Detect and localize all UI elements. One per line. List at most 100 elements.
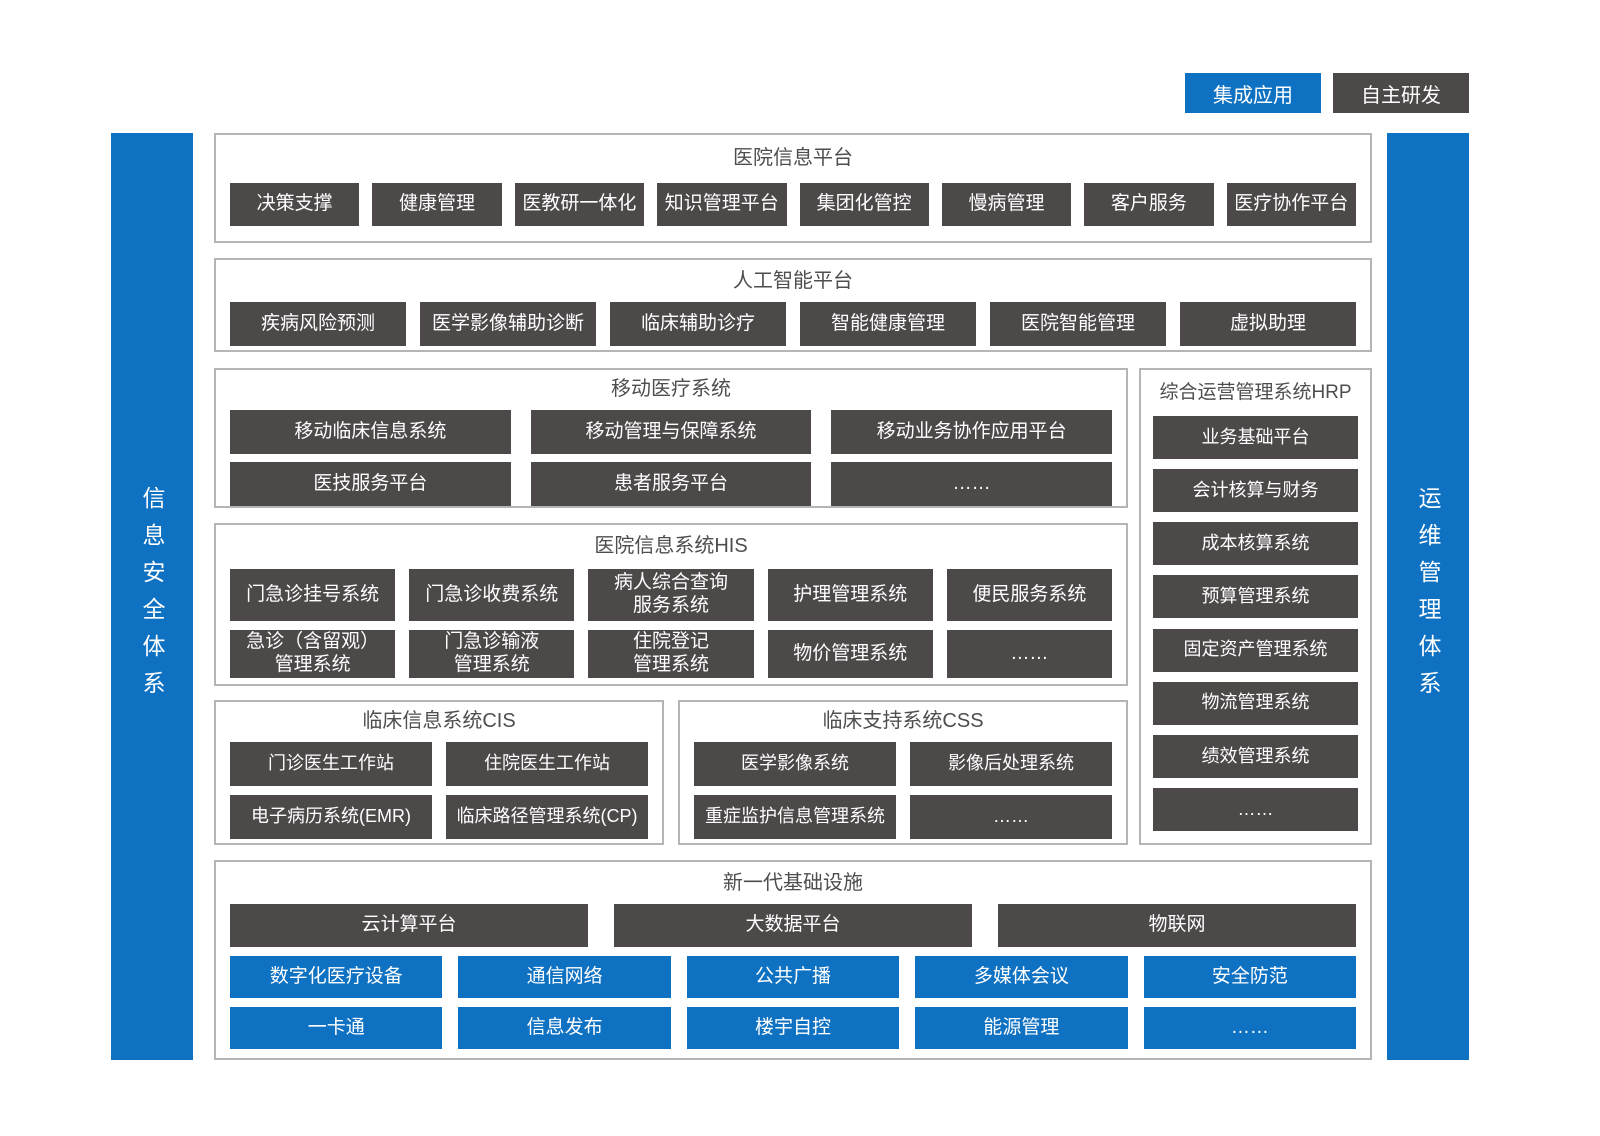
his-item: 住院登记 管理系统: [588, 630, 754, 678]
hrp-item: 物流管理系统: [1153, 681, 1358, 725]
css-item: 医学影像系统: [694, 742, 896, 786]
platform-item: 集团化管控: [799, 183, 929, 226]
his-title: 医院信息系统HIS: [594, 535, 748, 557]
infrastructure-blue-row: 数字化医疗设备 通信网络 公共广播 多媒体会议 安全防范: [230, 956, 1357, 998]
info-security-label: 信息安全体系: [139, 485, 165, 708]
middle-left-column: 移动医疗系统 移动临床信息系统 移动管理与保障系统 移动业务协作应用平台 医技服…: [214, 368, 1128, 845]
his-row: 门急诊挂号系统 门急诊收费系统 病人综合查询 服务系统 护理管理系统 便民服务系…: [230, 569, 1113, 621]
platform-item: 知识管理平台: [657, 183, 787, 226]
his-item: ……: [946, 630, 1113, 678]
css-item: ……: [910, 795, 1112, 839]
infrastructure-dark-row: 云计算平台 大数据平台 物联网: [230, 904, 1356, 947]
ai-item: 医院智能管理: [990, 302, 1166, 346]
mobile-item: 移动业务协作应用平台: [831, 410, 1113, 454]
css-row: 重症监护信息管理系统 ……: [694, 795, 1112, 839]
ai-platform-section: 人工智能平台 疾病风险预测 医学影像辅助诊断 临床辅助诊疗 智能健康管理 医院智…: [214, 258, 1372, 352]
hrp-section: 综合运营管理系统HRP 业务基础平台 会计核算与财务 成本核算系统 预算管理系统…: [1139, 368, 1372, 845]
mobile-medical-row: 移动临床信息系统 移动管理与保障系统 移动业务协作应用平台: [230, 410, 1113, 454]
main-column: 医院信息平台 决策支撑 健康管理 医教研一体化 知识管理平台 集团化管控 慢病管…: [214, 133, 1372, 1060]
his-item: 急诊（含留观） 管理系统: [230, 630, 396, 678]
his-item: 便民服务系统: [946, 569, 1113, 621]
ai-item: 医学影像辅助诊断: [420, 302, 596, 346]
cis-item: 门诊医生工作站: [230, 742, 432, 786]
ops-management-label: 运维管理体系: [1415, 485, 1441, 708]
hrp-items: 业务基础平台 会计核算与财务 成本核算系统 预算管理系统 固定资产管理系统 物流…: [1153, 416, 1358, 831]
legend-integrated-badge: 集成应用: [1185, 73, 1321, 113]
his-item: 病人综合查询 服务系统: [588, 569, 754, 621]
infra-item: 大数据平台: [614, 904, 972, 947]
mobile-item: 医技服务平台: [230, 462, 511, 506]
legend-self-developed-badge: 自主研发: [1333, 73, 1469, 113]
mobile-item: ……: [831, 462, 1113, 506]
mobile-item: 移动管理与保障系统: [530, 410, 812, 454]
infra-item: 数字化医疗设备: [230, 956, 443, 998]
infra-item: 楼宇自控: [686, 1007, 900, 1049]
legend: 集成应用 自主研发: [1185, 73, 1469, 113]
ai-item: 疾病风险预测: [230, 302, 406, 346]
infra-item: 通信网络: [458, 956, 671, 998]
cis-row: 门诊医生工作站 住院医生工作站: [230, 742, 648, 786]
cis-item: 临床路径管理系统(CP): [446, 795, 648, 839]
his-row: 急诊（含留观） 管理系统 门急诊输液 管理系统 住院登记 管理系统 物价管理系统…: [230, 630, 1113, 678]
his-item: 护理管理系统: [767, 569, 933, 621]
infra-item: 云计算平台: [230, 904, 588, 947]
cis-row: 电子病历系统(EMR) 临床路径管理系统(CP): [230, 795, 648, 839]
his-section: 医院信息系统HIS 门急诊挂号系统 门急诊收费系统 病人综合查询 服务系统 护理…: [214, 523, 1128, 686]
hospital-info-platform-title: 医院信息平台: [733, 147, 853, 169]
platform-item: 医教研一体化: [514, 183, 645, 226]
middle-band: 移动医疗系统 移动临床信息系统 移动管理与保障系统 移动业务协作应用平台 医技服…: [214, 368, 1372, 845]
infra-item: 安全防范: [1143, 956, 1357, 998]
infrastructure-section: 新一代基础设施 云计算平台 大数据平台 物联网 数字化医疗设备 通信网络 公共广…: [214, 860, 1372, 1060]
infra-item: 一卡通: [230, 1007, 443, 1049]
platform-item: 慢病管理: [941, 183, 1072, 226]
ai-item: 虚拟助理: [1180, 302, 1356, 346]
platform-item: 决策支撑: [230, 183, 360, 226]
hrp-item: 固定资产管理系统: [1153, 628, 1358, 672]
infra-item: 物联网: [998, 904, 1356, 947]
infrastructure-blue-row: 一卡通 信息发布 楼宇自控 能源管理 ……: [230, 1007, 1357, 1049]
mobile-item: 患者服务平台: [530, 462, 812, 506]
hospital-info-platform-row: 决策支撑 健康管理 医教研一体化 知识管理平台 集团化管控 慢病管理 客户服务 …: [230, 183, 1356, 226]
cis-item: 住院医生工作站: [446, 742, 648, 786]
mobile-medical-title: 移动医疗系统: [611, 378, 731, 400]
infra-item: 多媒体会议: [915, 956, 1128, 998]
css-title: 临床支持系统CSS: [822, 710, 984, 732]
hrp-item: ……: [1153, 787, 1358, 831]
infra-item: 公共广播: [686, 956, 900, 998]
css-row: 医学影像系统 影像后处理系统: [694, 742, 1112, 786]
hrp-item: 成本核算系统: [1153, 522, 1358, 566]
ai-platform-row: 疾病风险预测 医学影像辅助诊断 临床辅助诊疗 智能健康管理 医院智能管理 虚拟助…: [230, 302, 1356, 346]
mobile-medical-row: 医技服务平台 患者服务平台 ……: [230, 462, 1113, 506]
his-item: 物价管理系统: [767, 630, 933, 678]
cis-css-row: 临床信息系统CIS 门诊医生工作站 住院医生工作站 电子病历系统(EMR) 临床…: [214, 700, 1128, 845]
hrp-item: 绩效管理系统: [1153, 734, 1358, 778]
his-item: 门急诊输液 管理系统: [409, 630, 575, 678]
his-item: 门急诊挂号系统: [230, 569, 396, 621]
hrp-item: 业务基础平台: [1153, 416, 1358, 459]
platform-item: 健康管理: [372, 183, 502, 226]
infra-item: 信息发布: [458, 1007, 671, 1049]
ai-platform-title: 人工智能平台: [733, 270, 853, 292]
css-item: 影像后处理系统: [910, 742, 1112, 786]
mobile-item: 移动临床信息系统: [230, 410, 511, 454]
cis-item: 电子病历系统(EMR): [230, 795, 432, 839]
platform-item: 医疗协作平台: [1226, 183, 1356, 226]
css-item: 重症监护信息管理系统: [694, 795, 896, 839]
hrp-item: 预算管理系统: [1153, 575, 1358, 619]
mobile-medical-section: 移动医疗系统 移动临床信息系统 移动管理与保障系统 移动业务协作应用平台 医技服…: [214, 368, 1128, 508]
infrastructure-title: 新一代基础设施: [723, 872, 863, 894]
ops-management-sidebar: 运维管理体系: [1387, 133, 1469, 1060]
hrp-title: 综合运营管理系统HRP: [1159, 382, 1352, 403]
css-section: 临床支持系统CSS 医学影像系统 影像后处理系统 重症监护信息管理系统 ……: [678, 700, 1128, 845]
infra-item: ……: [1143, 1007, 1357, 1049]
ai-item: 智能健康管理: [800, 302, 976, 346]
platform-item: 客户服务: [1084, 183, 1214, 226]
ai-item: 临床辅助诊疗: [610, 302, 786, 346]
info-security-sidebar: 信息安全体系: [111, 133, 193, 1060]
hrp-item: 会计核算与财务: [1153, 469, 1358, 513]
hospital-info-platform-section: 医院信息平台 决策支撑 健康管理 医教研一体化 知识管理平台 集团化管控 慢病管…: [214, 133, 1372, 243]
cis-section: 临床信息系统CIS 门诊医生工作站 住院医生工作站 电子病历系统(EMR) 临床…: [214, 700, 664, 845]
his-item: 门急诊收费系统: [409, 569, 575, 621]
infra-item: 能源管理: [915, 1007, 1128, 1049]
